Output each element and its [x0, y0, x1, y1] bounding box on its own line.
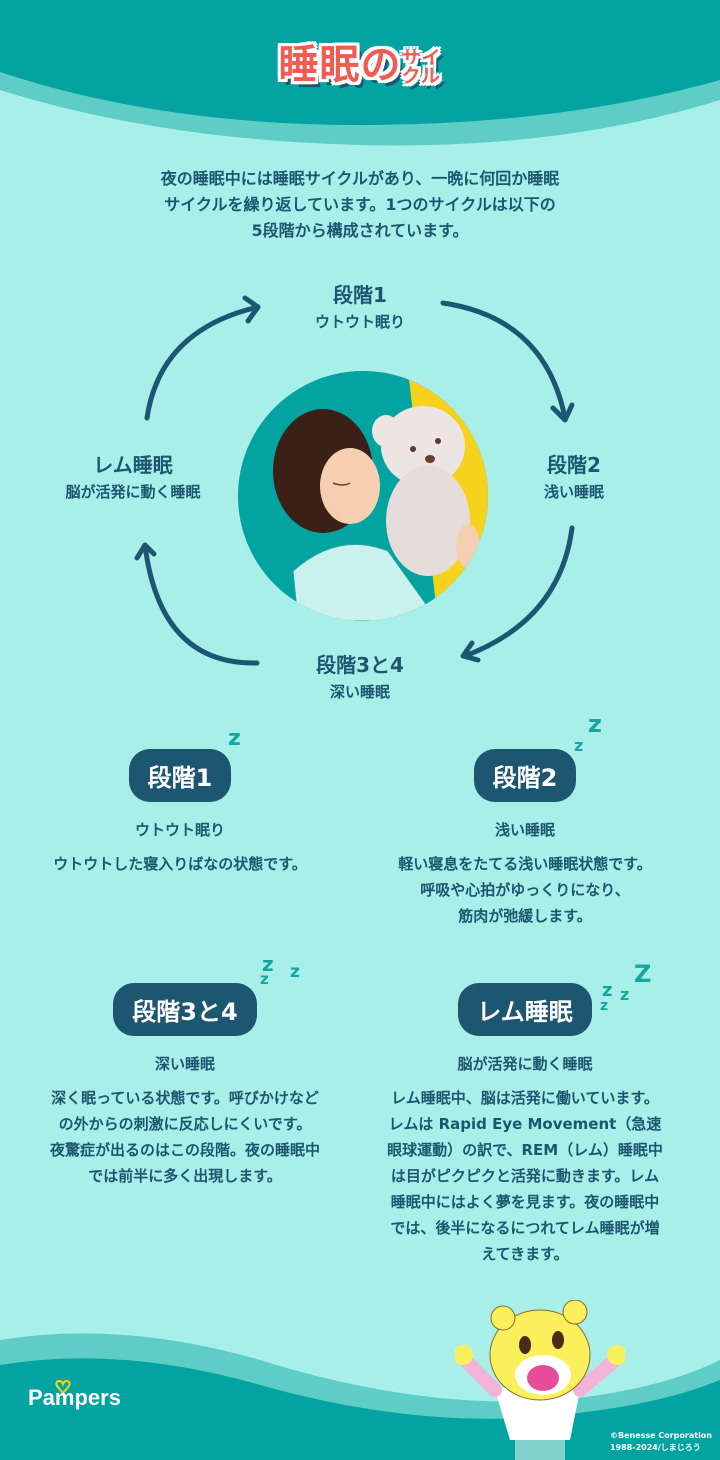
- stage-badge: 段階2: [476, 752, 574, 799]
- shimajiro-mascot-illustration: [455, 1300, 625, 1460]
- arrow-icon: [144, 304, 261, 421]
- stage-card-2: 段階2 浅い睡眠 軽い寝息をたてる浅い睡眠状態です。 呼吸や心拍がゆっくりになり…: [355, 752, 695, 929]
- arrow-icon: [440, 300, 568, 421]
- arrow-icon: [462, 525, 575, 659]
- zzz-icon: z: [262, 952, 274, 976]
- title-small-bottom: クル: [401, 65, 441, 87]
- desc-line: 眼球運動）の訳で、REM（レム）睡眠中: [387, 1141, 663, 1159]
- desc-line: 呼吸や心拍がゆっくりになり、: [420, 881, 630, 899]
- desc-line: ウトウトした寝入りばなの状態です。: [53, 855, 307, 873]
- title-small-top: サイ: [401, 47, 442, 69]
- copyright-text: ©Benesse Corporation 1988-2024/しまじろう: [610, 1430, 712, 1454]
- stage-description: レム睡眠中、脳は活発に働いています。 レムは Rapid Eye Movemen…: [355, 1085, 695, 1267]
- stage-badge: 段階1: [131, 752, 229, 799]
- intro-line: 5段階から構成されています。: [251, 221, 469, 240]
- zzz-icon: z: [290, 962, 300, 982]
- zzz-icon: z: [588, 710, 602, 738]
- cycle-stage34-subtitle: 深い睡眠: [329, 683, 390, 701]
- intro-line: 夜の睡眠中には睡眠サイクルがあり、一晩に何回か睡眠: [160, 169, 560, 188]
- zzz-icon: z: [600, 998, 609, 1014]
- stage-card-34: 段階3と4 深い睡眠 深く眠っている状態です。呼びかけなど の外からの刺激に反応…: [10, 986, 360, 1189]
- title-small: サイクル: [401, 47, 442, 87]
- title-main: 睡眠の: [278, 42, 402, 88]
- intro-text: 夜の睡眠中には睡眠サイクルがあり、一晩に何回か睡眠 サイクルを繰り返しています。…: [100, 166, 620, 244]
- desc-line: レム睡眠中、脳は活発に働いています。: [391, 1089, 659, 1107]
- cycle-label-stage34: 段階3と4 深い睡眠: [260, 651, 460, 705]
- intro-line: サイクルを繰り返しています。1つのサイクルは以下の: [164, 195, 556, 214]
- stage-description: 深く眠っている状態です。呼びかけなど の外からの刺激に反応しにくいです。 夜驚症…: [10, 1085, 360, 1189]
- cycle-stage2-subtitle: 浅い睡眠: [543, 483, 604, 501]
- page-title: 睡眠のサイクル: [0, 32, 720, 90]
- desc-line: 軽い寝息をたてる浅い睡眠状態です。: [398, 855, 652, 873]
- pampers-logo: Pampers: [28, 1385, 121, 1410]
- cycle-stage1-subtitle: ウトウト眠り: [314, 313, 405, 331]
- stage-subtitle: 深い睡眠: [154, 1055, 215, 1073]
- desc-line: 筋肉が弛緩します。: [458, 907, 592, 925]
- header-wave: [0, 0, 720, 146]
- cycle-label-stage1: 段階1 ウトウト眠り: [260, 281, 460, 335]
- zzz-icon: z: [574, 736, 584, 755]
- arrow-icon: [142, 542, 260, 666]
- desc-line: 夜驚症が出るのはこの段階。夜の睡眠中: [49, 1141, 320, 1159]
- stage-subtitle: ウトウト眠り: [134, 821, 225, 839]
- cycle-arrows: [134, 295, 575, 666]
- desc-line: では、後半になるにつれてレム睡眠が増: [390, 1219, 660, 1237]
- cycle-stage1-title: 段階1: [333, 283, 387, 307]
- zzz-icon: z: [602, 980, 613, 1001]
- copyright-line: 1988-2024/しまじろう: [609, 1443, 701, 1452]
- cycle-stage2-title: 段階2: [547, 453, 601, 477]
- stage-card-1: 段階1 ウトウト眠り ウトウトした寝入りばなの状態です。: [10, 752, 350, 877]
- cycle-rem-subtitle: 脳が活発に動く睡眠: [65, 483, 201, 501]
- cycle-stage34-title: 段階3と4: [316, 653, 404, 677]
- stage-subtitle: 脳が活発に動く睡眠: [457, 1055, 593, 1073]
- desc-line: 深く眠っている状態です。呼びかけなど: [51, 1089, 319, 1107]
- copyright-line: ©Benesse Corporation: [609, 1431, 712, 1440]
- stage-description: ウトウトした寝入りばなの状態です。: [10, 851, 350, 877]
- sleeping-girl-illustration: [238, 371, 488, 621]
- desc-line: の外からの刺激に反応しにくいです。: [58, 1115, 312, 1133]
- cycle-label-stage2: 段階2 浅い睡眠: [474, 451, 674, 505]
- stage-badge: 段階3と4: [116, 986, 254, 1033]
- desc-line: レムは Rapid Eye Movement（急速: [388, 1115, 662, 1133]
- cycle-label-rem: レム睡眠 脳が活発に動く睡眠: [33, 451, 233, 505]
- zzz-icon: z: [620, 985, 630, 1004]
- stage-description: 軽い寝息をたてる浅い睡眠状態です。 呼吸や心拍がゆっくりになり、 筋肉が弛緩しま…: [355, 851, 695, 929]
- desc-line: えてきます。: [481, 1245, 569, 1263]
- desc-line: は目がピクピクと活発に動きます。レム: [390, 1167, 660, 1185]
- cycle-rem-title: レム睡眠: [93, 453, 173, 477]
- zzz-icon: z: [260, 970, 269, 988]
- pampers-heart-icon: [55, 1380, 71, 1394]
- stage-card-rem: レム睡眠 脳が活発に動く睡眠 レム睡眠中、脳は活発に働いています。 レムは Ra…: [355, 986, 695, 1267]
- desc-line: 睡眠中にはよく夢を見ます。夜の睡眠中: [390, 1193, 660, 1211]
- stage-badge: レム睡眠: [461, 986, 589, 1033]
- stage-subtitle: 浅い睡眠: [494, 821, 555, 839]
- zzz-icon: z: [228, 726, 241, 751]
- zzz-icon: Z: [634, 960, 652, 988]
- desc-line: では前半に多く出現します。: [88, 1167, 282, 1185]
